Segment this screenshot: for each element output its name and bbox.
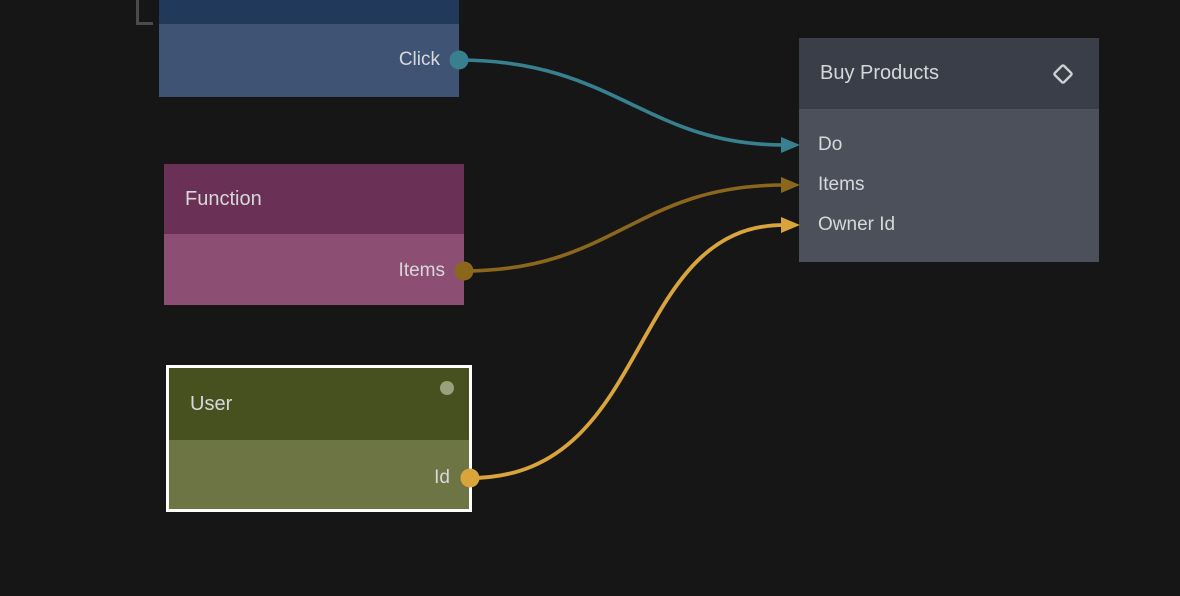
node-button[interactable]: Click [159,0,459,97]
node-user-header[interactable]: User [169,368,469,440]
node-buy-products-body[interactable]: Do Items Owner Id [799,109,1099,262]
diamond-icon-shape [1053,64,1073,84]
status-dot-icon [440,381,454,395]
node-user-title: User [190,393,233,415]
arrowhead-items-icon [781,177,800,193]
output-port-id[interactable]: Id [434,467,450,488]
node-buy-products[interactable]: Buy Products Do Items Owner Id [799,38,1099,262]
arrowhead-do-icon [781,137,800,153]
diamond-icon[interactable] [1049,60,1077,88]
node-button-body[interactable]: Click [159,24,459,97]
connection-id-to-owner-id[interactable] [468,223,786,480]
input-port-owner-id[interactable]: Owner Id [818,214,896,235]
input-port-do[interactable]: Do [818,134,843,155]
node-button-header[interactable] [159,0,459,24]
node-buy-products-title: Buy Products [820,62,939,84]
node-user-body[interactable]: Id [169,440,469,509]
frame-corner [136,0,153,25]
output-port-items[interactable]: Items [398,260,445,281]
node-function-header[interactable]: Function [164,164,464,234]
node-function-title: Function [185,188,262,210]
connection-click-to-do[interactable] [457,58,786,147]
node-function[interactable]: Function Items [164,164,464,305]
node-function-body[interactable]: Items [164,234,464,305]
connection-items-to-items[interactable] [462,183,786,273]
output-port-click[interactable]: Click [398,49,440,70]
input-port-items[interactable]: Items [818,174,865,195]
node-buy-products-header[interactable]: Buy Products [799,38,1099,109]
node-user[interactable]: User Id [166,365,472,512]
arrowhead-owner-id-icon [781,217,800,233]
